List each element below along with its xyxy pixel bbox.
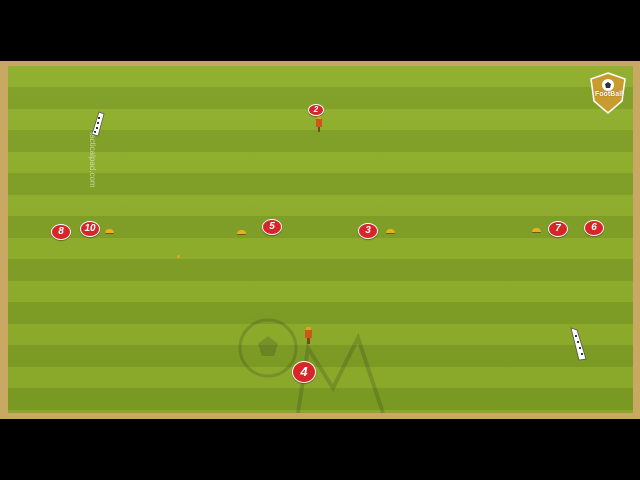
marker-dot[interactable] [177,255,180,258]
watermark-text: tacticalpad.com [88,132,97,188]
mannequin-icon[interactable] [315,116,323,132]
cone-icon[interactable] [237,230,246,235]
player-marker[interactable]: 7 [548,221,568,237]
player-marker[interactable]: 10 [80,221,100,237]
goal-icon[interactable] [89,110,107,138]
player-marker[interactable]: 2 [308,104,324,116]
mannequin-icon[interactable] [304,327,313,344]
player-marker[interactable]: 4 [292,361,316,383]
cone-icon[interactable] [105,229,114,234]
player-marker[interactable]: 5 [262,219,282,235]
player-marker[interactable]: 6 [584,220,604,236]
player-marker[interactable]: 3 [358,223,378,239]
goal-icon[interactable] [567,326,589,362]
logo-text: FootBall [595,91,623,98]
cone-icon[interactable] [532,228,541,233]
cone-icon[interactable] [386,229,395,234]
football-logo-icon [590,72,626,114]
player-marker[interactable]: 8 [51,224,71,240]
